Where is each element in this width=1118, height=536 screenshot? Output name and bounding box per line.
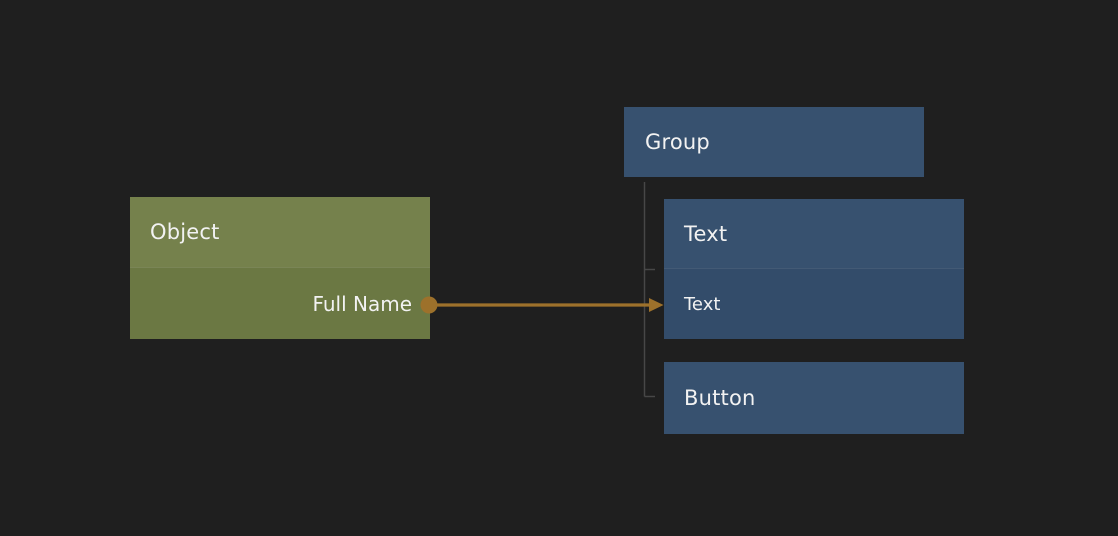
node-text-header[interactable]: Text <box>664 199 964 268</box>
node-object-header[interactable]: Object <box>130 197 430 267</box>
node-button-header[interactable]: Button <box>664 362 964 434</box>
node-group-header[interactable]: Group <box>624 107 924 177</box>
node-group-title: Group <box>645 130 710 154</box>
tree-connector-line <box>643 182 655 398</box>
field-label-text: Text <box>684 293 721 315</box>
arrowhead-icon <box>649 298 664 312</box>
node-button-title: Button <box>684 386 756 410</box>
node-group[interactable]: Group <box>624 107 924 177</box>
field-row-text[interactable]: Text <box>664 268 964 339</box>
node-text-title: Text <box>684 221 728 246</box>
node-object[interactable]: Object Full Name <box>130 197 430 340</box>
field-row-full-name[interactable]: Full Name <box>130 267 430 339</box>
node-text[interactable]: Text Text <box>664 199 964 340</box>
node-button[interactable]: Button <box>664 362 964 434</box>
field-label-full-name: Full Name <box>312 291 412 316</box>
node-object-title: Object <box>150 220 220 244</box>
